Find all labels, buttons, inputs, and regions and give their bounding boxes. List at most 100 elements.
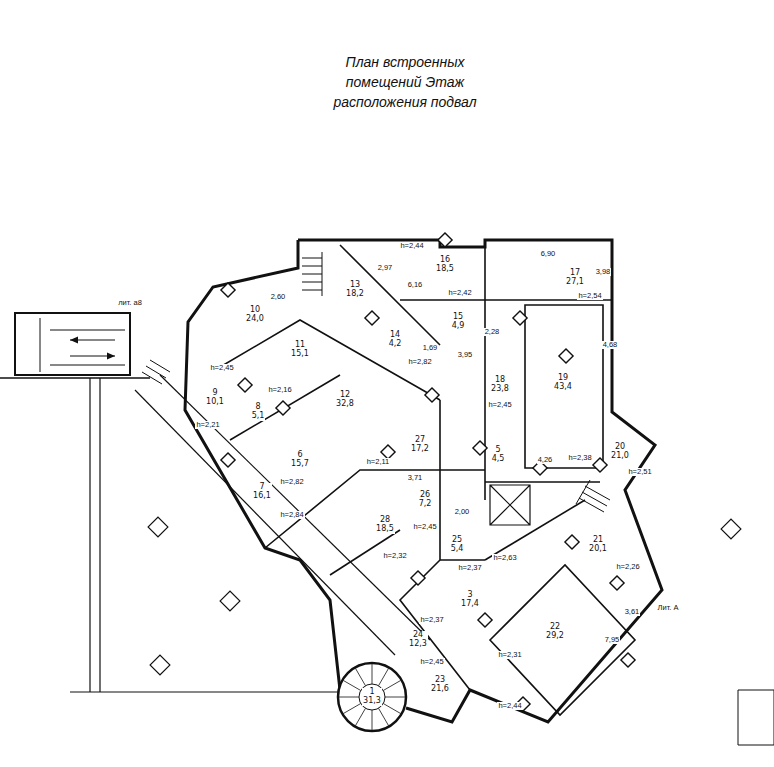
wall-line bbox=[230, 375, 340, 440]
room-area: 15,1 bbox=[291, 350, 309, 359]
stair-step bbox=[339, 697, 359, 698]
spiral-stair bbox=[338, 663, 406, 731]
column-marker bbox=[150, 655, 170, 675]
wall-line bbox=[298, 240, 662, 722]
room-label: 1232,8 bbox=[335, 391, 355, 409]
room-area: 15,7 bbox=[291, 460, 309, 469]
room-area: 12,3 bbox=[409, 640, 427, 649]
column-symbol bbox=[238, 378, 252, 392]
height-mark: h=2,26 bbox=[615, 563, 640, 571]
room-label: 85,1 bbox=[251, 403, 266, 421]
wall-line bbox=[485, 500, 585, 560]
height-mark: h=2,37 bbox=[419, 616, 444, 624]
room-label: 1823,8 bbox=[490, 376, 510, 394]
wall-line bbox=[135, 390, 395, 655]
room-area: 5,1 bbox=[252, 412, 265, 421]
room-area: 17,4 bbox=[461, 600, 479, 609]
room-label: 131,3 bbox=[362, 688, 382, 706]
column-marker bbox=[220, 591, 240, 611]
room-area: 23,8 bbox=[491, 385, 509, 394]
dimension-label: 4,68 bbox=[602, 341, 619, 349]
dimension-label: 3,95 bbox=[457, 351, 474, 359]
height-mark: h=2,51 bbox=[627, 468, 652, 476]
room-label: 2229,2 bbox=[545, 623, 565, 641]
wall-line bbox=[576, 480, 610, 512]
height-mark: h=2,44 bbox=[497, 702, 522, 710]
room-number: 12 bbox=[336, 391, 354, 400]
stair-core bbox=[359, 684, 385, 710]
room-label: 2412,3 bbox=[408, 631, 428, 649]
stair-step bbox=[383, 681, 400, 691]
room-number: 26 bbox=[419, 491, 432, 500]
column-symbol bbox=[438, 233, 452, 247]
dimension-label: 2,60 bbox=[270, 293, 287, 301]
room-area: 29,2 bbox=[546, 632, 564, 641]
room-number: 6 bbox=[291, 451, 309, 460]
dimension-label: Лит. А bbox=[657, 604, 680, 612]
room-label: 2818,5 bbox=[375, 516, 395, 534]
column-symbol bbox=[565, 535, 579, 549]
stair-step bbox=[379, 668, 389, 685]
dimension-label: 6,90 bbox=[540, 250, 557, 258]
wall-line bbox=[400, 299, 485, 301]
height-mark: h=2,82 bbox=[279, 478, 304, 486]
wall-line bbox=[485, 481, 600, 483]
room-label: 144,2 bbox=[388, 331, 403, 349]
dimension-label: 2,97 bbox=[377, 264, 394, 272]
room-area: 31,3 bbox=[363, 697, 381, 706]
wall-line bbox=[99, 378, 100, 692]
wall-line bbox=[0, 377, 150, 378]
wall-line bbox=[142, 360, 170, 384]
stair-step bbox=[379, 708, 389, 725]
room-label: 154,9 bbox=[451, 313, 466, 331]
room-area: 43,4 bbox=[554, 383, 572, 392]
room-label: 615,7 bbox=[290, 451, 310, 469]
room-label: 267,2 bbox=[418, 491, 433, 509]
wall-line bbox=[40, 318, 41, 372]
room-number: 25 bbox=[451, 536, 464, 545]
room-number: 27 bbox=[411, 436, 429, 445]
room-number: 9 bbox=[206, 389, 224, 398]
wall-line bbox=[490, 565, 635, 715]
column-symbol bbox=[276, 401, 290, 415]
wall-line bbox=[738, 690, 774, 745]
room-label: 1618,5 bbox=[435, 256, 455, 274]
height-mark: h=2,32 bbox=[382, 552, 407, 560]
dimension-label: 2,28 bbox=[484, 328, 501, 336]
room-area: 10,1 bbox=[206, 398, 224, 407]
dimension-label: 3,61 bbox=[624, 608, 641, 616]
wall-line bbox=[89, 378, 90, 692]
room-area: 20,1 bbox=[589, 545, 607, 554]
stair-step bbox=[372, 664, 373, 684]
height-mark: h=2,31 bbox=[497, 651, 522, 659]
room-number: 1 bbox=[363, 688, 381, 697]
stair-step bbox=[356, 668, 366, 685]
room-label: 54,5 bbox=[491, 446, 506, 464]
room-label: 910,1 bbox=[205, 389, 225, 407]
wall-line bbox=[525, 305, 603, 468]
room-area: 18,2 bbox=[346, 290, 364, 299]
room-label: 2321,6 bbox=[430, 676, 450, 694]
stair-step bbox=[385, 697, 405, 698]
column-symbol bbox=[478, 613, 492, 627]
room-number: 14 bbox=[389, 331, 402, 340]
wall-line bbox=[265, 470, 485, 548]
room-label: 1024,0 bbox=[245, 306, 265, 324]
room-area: 18,5 bbox=[436, 265, 454, 274]
room-label: 1943,4 bbox=[553, 374, 573, 392]
dimension-label: 6,16 bbox=[407, 281, 424, 289]
direction-arrow bbox=[107, 353, 115, 360]
column-marker bbox=[148, 517, 168, 537]
height-mark: h=2,45 bbox=[419, 658, 444, 666]
wall-line bbox=[439, 400, 441, 560]
room-number: 13 bbox=[346, 281, 364, 290]
room-number: 28 bbox=[376, 516, 394, 525]
dimension-label: 3,98 bbox=[595, 268, 612, 276]
height-mark: h=2,11 bbox=[366, 458, 391, 466]
wall-line bbox=[50, 330, 125, 331]
column-symbol bbox=[513, 311, 527, 325]
room-label: 317,4 bbox=[460, 591, 480, 609]
stair-step bbox=[356, 708, 366, 725]
